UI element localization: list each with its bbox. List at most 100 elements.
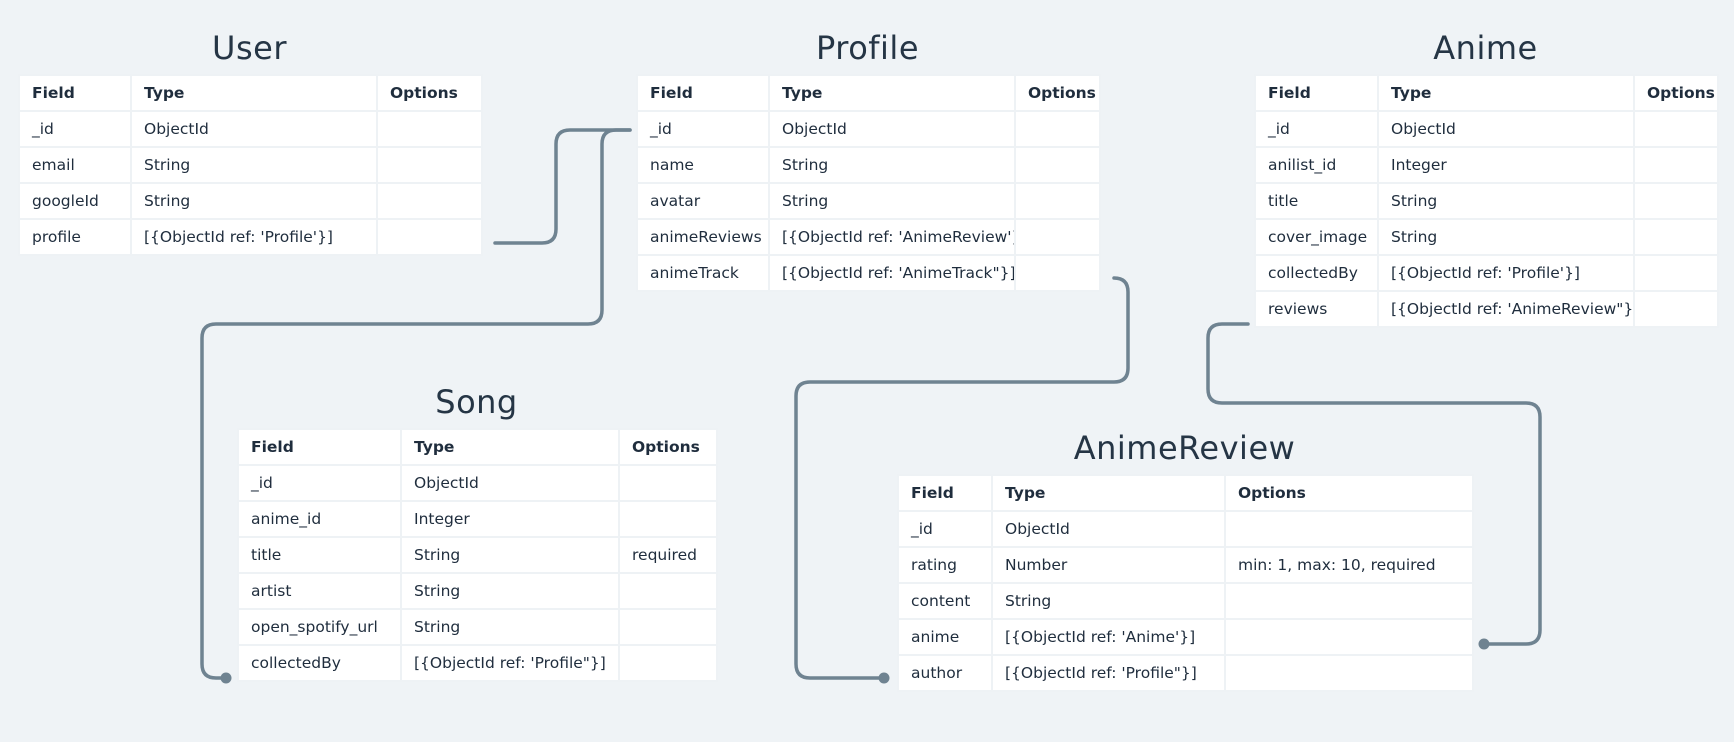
- type-cell: ObjectId: [400, 464, 620, 502]
- column-header-options: Options: [1633, 74, 1719, 112]
- field-cell: _id: [636, 110, 770, 148]
- entity-title: AnimeReview: [1073, 429, 1296, 467]
- type-cell: String: [400, 572, 620, 610]
- options-cell: [618, 644, 718, 682]
- options-cell: [376, 182, 483, 220]
- type-cell: ObjectId: [991, 510, 1226, 548]
- field-cell: reviews: [1254, 290, 1379, 328]
- options-cell: [1224, 510, 1474, 548]
- table-row: animeTrack[{ObjectId ref: 'AnimeTrack"}]: [636, 254, 1101, 292]
- options-cell: [1633, 218, 1719, 256]
- options-cell: [1014, 182, 1101, 220]
- options-cell: [1014, 146, 1101, 184]
- entity-title: Anime: [1433, 29, 1538, 67]
- column-header-type: Type: [991, 474, 1226, 512]
- type-cell: String: [400, 536, 620, 574]
- type-cell: [{ObjectId ref: 'Profile"}]: [991, 654, 1226, 692]
- type-cell: String: [1377, 218, 1635, 256]
- type-cell: [{ObjectId ref: 'Profile'}]: [1377, 254, 1635, 292]
- field-cell: artist: [237, 572, 402, 610]
- field-cell: animeTrack: [636, 254, 770, 292]
- field-cell: _id: [897, 510, 993, 548]
- type-cell: ObjectId: [1377, 110, 1635, 148]
- column-header-options: Options: [1224, 474, 1474, 512]
- table-row: collectedBy[{ObjectId ref: 'Profile"}]: [237, 644, 718, 682]
- options-cell: [1224, 654, 1474, 692]
- field-cell: title: [1254, 182, 1379, 220]
- column-header-field: Field: [18, 74, 132, 112]
- entity-title: User: [212, 29, 287, 67]
- field-cell: googleId: [18, 182, 132, 220]
- type-cell: [{ObjectId ref: 'AnimeTrack"}]: [768, 254, 1016, 292]
- column-header-type: Type: [768, 74, 1016, 112]
- field-cell: name: [636, 146, 770, 184]
- table-row: anime[{ObjectId ref: 'Anime'}]: [897, 618, 1474, 656]
- field-cell: cover_image: [1254, 218, 1379, 256]
- column-header-field: Field: [1254, 74, 1379, 112]
- options-cell: [376, 146, 483, 184]
- entity-title: Profile: [816, 29, 919, 67]
- table-row: animeReviews[{ObjectId ref: 'AnimeReview…: [636, 218, 1101, 256]
- type-cell: [{ObjectId ref: 'Anime'}]: [991, 618, 1226, 656]
- column-header-options: Options: [1014, 74, 1101, 112]
- type-cell: String: [768, 182, 1016, 220]
- table-row: author[{ObjectId ref: 'Profile"}]: [897, 654, 1474, 692]
- field-cell: _id: [18, 110, 132, 148]
- type-cell: String: [130, 146, 378, 184]
- column-header-type: Type: [130, 74, 378, 112]
- field-cell: anime_id: [237, 500, 402, 538]
- options-cell: [618, 608, 718, 646]
- field-cell: collectedBy: [237, 644, 402, 682]
- table-row: reviews[{ObjectId ref: 'AnimeReview"}]: [1254, 290, 1719, 328]
- field-cell: _id: [237, 464, 402, 502]
- options-cell: [1014, 110, 1101, 148]
- type-cell: [{ObjectId ref: 'Profile'}]: [130, 218, 378, 256]
- connector-end-dot: [878, 672, 890, 684]
- type-cell: String: [768, 146, 1016, 184]
- type-cell: String: [991, 582, 1226, 620]
- type-cell: Number: [991, 546, 1226, 584]
- options-cell: [1633, 182, 1719, 220]
- field-cell: profile: [18, 218, 132, 256]
- options-cell: [618, 500, 718, 538]
- options-cell: [1224, 618, 1474, 656]
- options-cell: [1633, 290, 1719, 328]
- type-cell: [{ObjectId ref: 'Profile"}]: [400, 644, 620, 682]
- field-cell: content: [897, 582, 993, 620]
- type-cell: String: [1377, 182, 1635, 220]
- options-cell: [1633, 254, 1719, 292]
- options-cell: [376, 110, 483, 148]
- column-header-type: Type: [1377, 74, 1635, 112]
- field-cell: email: [18, 146, 132, 184]
- field-cell: _id: [1254, 110, 1379, 148]
- connector-end-dot: [1478, 638, 1490, 650]
- column-header-field: Field: [636, 74, 770, 112]
- options-cell: [1633, 110, 1719, 148]
- field-cell: anilist_id: [1254, 146, 1379, 184]
- options-cell: [1633, 146, 1719, 184]
- field-cell: rating: [897, 546, 993, 584]
- options-cell: [1014, 218, 1101, 256]
